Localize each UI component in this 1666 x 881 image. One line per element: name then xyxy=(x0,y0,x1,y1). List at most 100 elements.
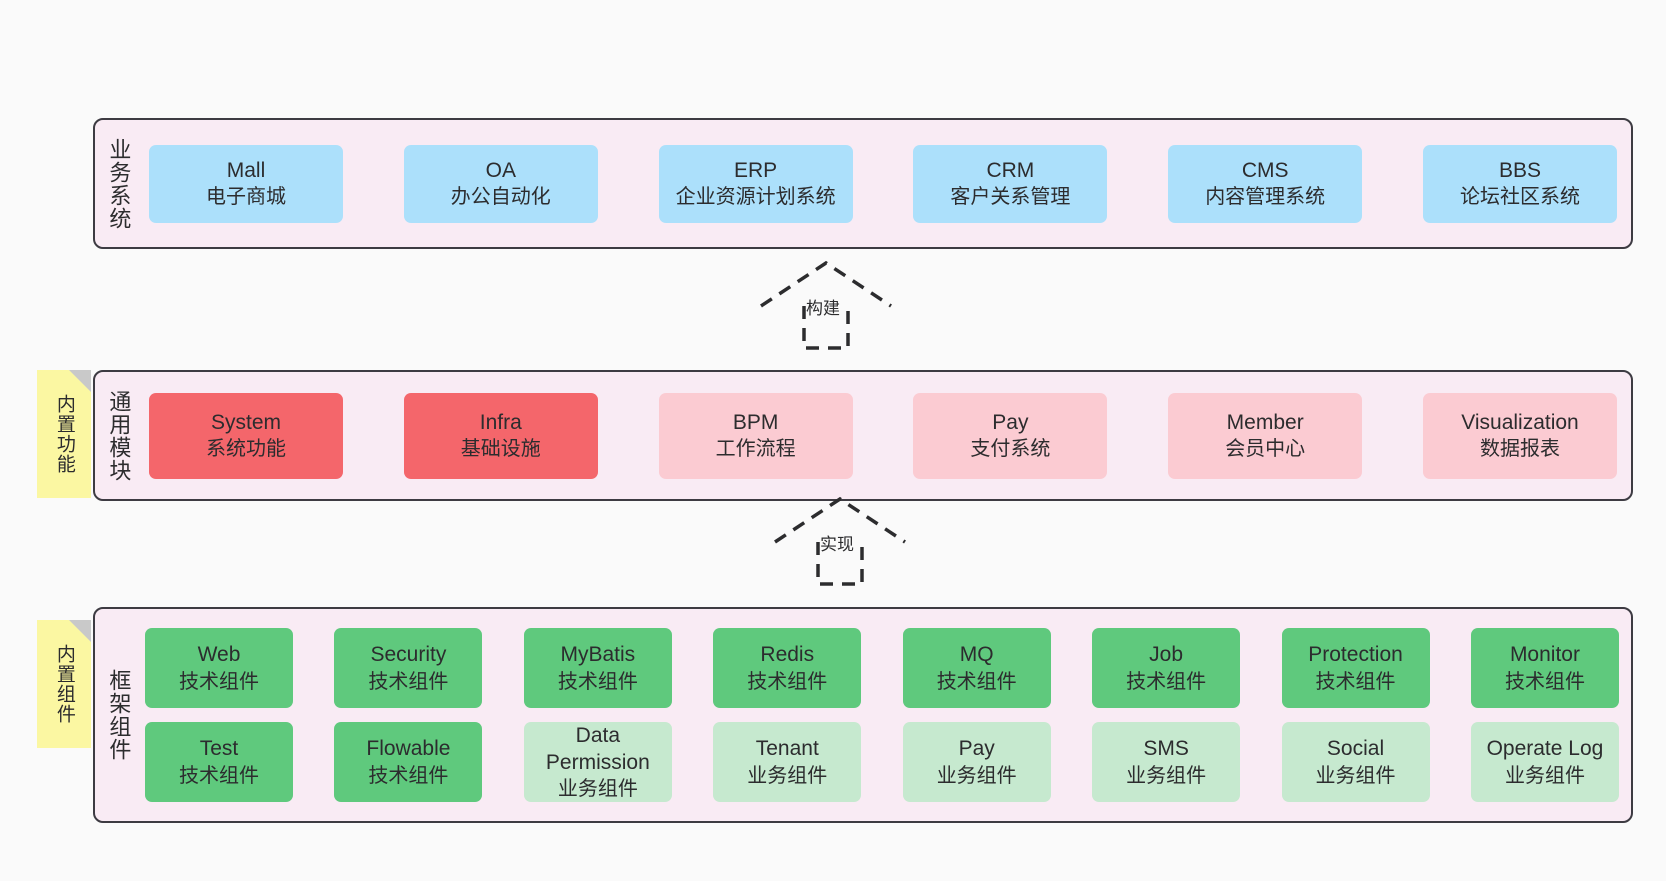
card-title: Social xyxy=(1326,737,1385,761)
connector-implement-label: 实现 xyxy=(820,535,854,554)
card-subtitle: 业务组件 xyxy=(1504,764,1585,787)
card-subtitle: 技术组件 xyxy=(368,764,449,787)
dashed-generalization-arrow-icon xyxy=(760,260,892,350)
card-mybatis[interactable]: MyBatis 技术组件 xyxy=(523,628,672,708)
card-title: Pay xyxy=(992,410,1029,434)
card-visualization[interactable]: Visualization 数据报表 xyxy=(1422,392,1617,479)
layer-label-common-module: 通用模块 xyxy=(106,389,132,482)
card-title: Pay xyxy=(958,737,995,761)
card-title: Infra xyxy=(479,410,522,434)
card-oa[interactable]: OA 办公自动化 xyxy=(403,144,598,223)
card-crm[interactable]: CRM 客户关系管理 xyxy=(913,144,1108,223)
note-label: 内置功能 xyxy=(53,394,75,474)
card-title: CRM xyxy=(986,158,1035,182)
card-mq[interactable]: MQ 技术组件 xyxy=(902,628,1051,708)
card-subtitle: 技术组件 xyxy=(1315,670,1396,693)
note-fold-corner-icon xyxy=(69,620,91,642)
card-subtitle: 电子商城 xyxy=(206,186,286,209)
card-redis[interactable]: Redis 技术组件 xyxy=(713,628,862,708)
card-security[interactable]: Security 技术组件 xyxy=(334,628,483,708)
connector-build-label: 构建 xyxy=(806,299,840,318)
card-title: Operate Log xyxy=(1486,737,1604,761)
card-subtitle: 工作流程 xyxy=(715,438,796,461)
card-title: MyBatis xyxy=(560,643,636,667)
card-title: System xyxy=(210,410,281,434)
card-title: Protection xyxy=(1308,643,1403,667)
card-pay[interactable]: Pay 支付系统 xyxy=(913,392,1108,479)
card-subtitle: 业务组件 xyxy=(747,764,828,787)
framework-row-business: Test 技术组件 Flowable 技术组件 Data Permission … xyxy=(145,722,1619,802)
note-builtin-function: 内置功能 xyxy=(37,370,91,498)
card-title: OA xyxy=(485,158,516,182)
card-subtitle: 论坛社区系统 xyxy=(1459,186,1580,209)
connector-build: 构建 xyxy=(756,258,906,350)
card-bpm[interactable]: BPM 工作流程 xyxy=(658,392,853,479)
card-cms[interactable]: CMS 内容管理系统 xyxy=(1168,144,1363,223)
card-infra[interactable]: Infra 基础设施 xyxy=(403,392,598,479)
card-monitor[interactable]: Monitor 技术组件 xyxy=(1470,628,1619,708)
card-flowable[interactable]: Flowable 技术组件 xyxy=(334,722,483,802)
card-data-permission[interactable]: Data Permission 业务组件 xyxy=(523,722,672,802)
card-sms[interactable]: SMS 业务组件 xyxy=(1092,722,1241,802)
card-subtitle: 技术组件 xyxy=(557,670,638,693)
card-subtitle: 技术组件 xyxy=(1126,670,1207,693)
note-label: 内置组件 xyxy=(53,644,75,724)
card-title: Redis xyxy=(760,643,815,667)
layer-label-framework-component: 框架组件 xyxy=(106,669,132,761)
note-builtin-component: 内置组件 xyxy=(37,620,91,748)
card-subtitle: 系统功能 xyxy=(206,438,286,461)
card-bbs[interactable]: BBS 论坛社区系统 xyxy=(1422,144,1617,223)
card-job[interactable]: Job 技术组件 xyxy=(1092,628,1241,708)
card-title: Tenant xyxy=(755,737,819,761)
card-subtitle: 支付系统 xyxy=(970,438,1051,461)
card-subtitle: 技术组件 xyxy=(936,670,1017,693)
layer-panel-business-system: 业务系统 Mall 电子商城 OA 办公自动化 ERP 企业资源计划系统 CRM… xyxy=(93,118,1633,249)
connector-implement: 实现 xyxy=(770,494,920,586)
card-pay-business[interactable]: Pay 业务组件 xyxy=(902,722,1051,802)
card-erp[interactable]: ERP 企业资源计划系统 xyxy=(658,144,853,223)
card-title: Web xyxy=(197,643,241,667)
card-title: Test xyxy=(199,737,239,761)
card-subtitle: 技术组件 xyxy=(179,764,259,787)
note-fold-corner-icon xyxy=(69,370,91,392)
card-title: BPM xyxy=(732,410,779,434)
layer-panel-framework-component: 框架组件 Web 技术组件 Security 技术组件 MyBatis 技术组件… xyxy=(93,607,1633,823)
card-member[interactable]: Member 会员中心 xyxy=(1168,392,1363,479)
framework-card-grid: Web 技术组件 Security 技术组件 MyBatis 技术组件 Redi… xyxy=(141,609,1631,821)
card-protection[interactable]: Protection 技术组件 xyxy=(1281,628,1430,708)
card-title: Mall xyxy=(226,158,266,182)
card-subtitle: 技术组件 xyxy=(747,670,828,693)
module-card-row: System 系统功能 Infra 基础设施 BPM 工作流程 Pay 支付系统… xyxy=(141,372,1631,499)
card-system[interactable]: System 系统功能 xyxy=(149,392,343,479)
card-subtitle: 技术组件 xyxy=(368,670,449,693)
framework-row-technical: Web 技术组件 Security 技术组件 MyBatis 技术组件 Redi… xyxy=(145,628,1619,708)
card-subtitle: 客户关系管理 xyxy=(950,186,1071,209)
card-title: Visualization xyxy=(1461,410,1579,434)
card-title: CMS xyxy=(1241,158,1289,182)
card-title: Security xyxy=(370,643,447,667)
card-title: Flowable xyxy=(366,737,451,761)
card-tenant[interactable]: Tenant 业务组件 xyxy=(713,722,862,802)
card-title: Member xyxy=(1226,410,1304,434)
card-title: Data Permission xyxy=(545,723,650,774)
business-card-row: Mall 电子商城 OA 办公自动化 ERP 企业资源计划系统 CRM 客户关系… xyxy=(141,120,1631,247)
card-title: Monitor xyxy=(1509,643,1580,667)
card-subtitle: 业务组件 xyxy=(936,764,1017,787)
card-subtitle: 技术组件 xyxy=(179,670,259,693)
card-web[interactable]: Web 技术组件 xyxy=(145,628,293,708)
card-subtitle: 会员中心 xyxy=(1225,438,1306,461)
card-test[interactable]: Test 技术组件 xyxy=(145,722,293,802)
card-subtitle: 办公自动化 xyxy=(450,186,551,209)
card-subtitle: 业务组件 xyxy=(1315,764,1396,787)
card-subtitle: 数据报表 xyxy=(1479,438,1560,461)
card-title: BBS xyxy=(1498,158,1541,182)
card-mall[interactable]: Mall 电子商城 xyxy=(149,144,343,223)
card-subtitle: 企业资源计划系统 xyxy=(675,186,836,209)
card-social[interactable]: Social 业务组件 xyxy=(1281,722,1430,802)
dashed-generalization-arrow-icon xyxy=(774,496,906,586)
card-title: SMS xyxy=(1143,737,1189,761)
card-operate-log[interactable]: Operate Log 业务组件 xyxy=(1470,722,1619,802)
card-title: Job xyxy=(1149,643,1184,667)
card-subtitle: 技术组件 xyxy=(1504,670,1585,693)
layer-label-business-system: 业务系统 xyxy=(106,137,132,230)
